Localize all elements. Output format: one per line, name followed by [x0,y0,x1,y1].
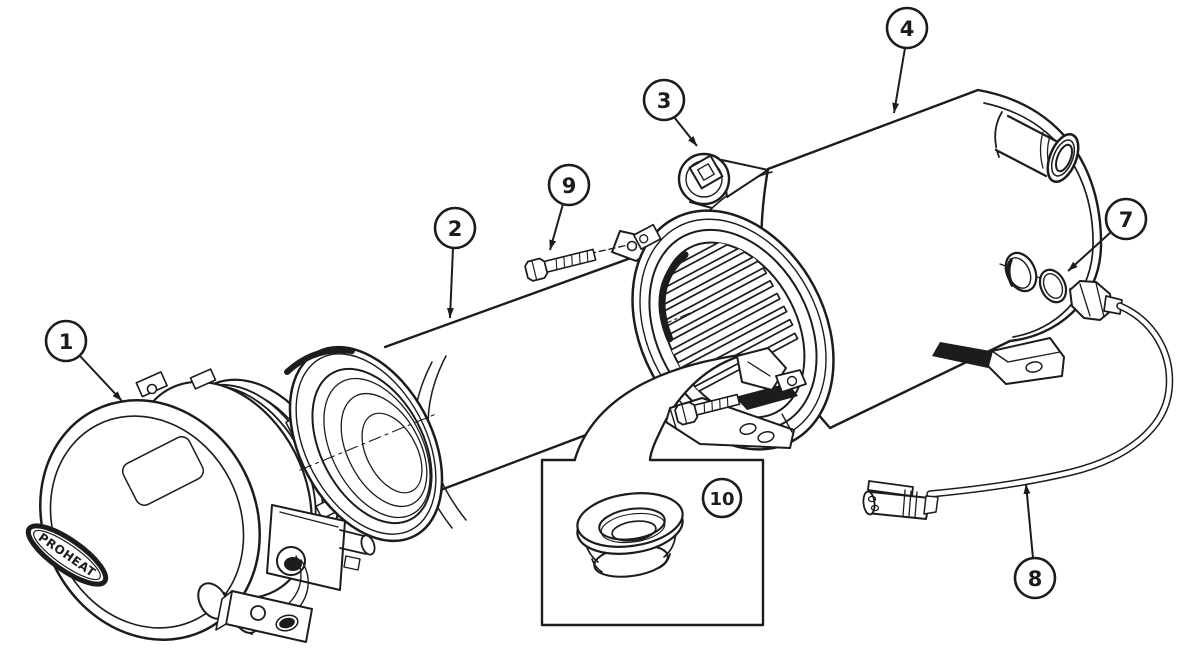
callout-8-number: 8 [1028,567,1043,591]
sensor-port [1004,251,1038,293]
inset-box [540,458,765,627]
callout-7-number: 7 [1119,208,1134,232]
callouts: 1 2 3 4 7 8 9 [44,6,1148,600]
burner-mounting-bracket [215,590,313,643]
band-bolt-fitting [632,223,662,251]
callout-10: 10 [701,477,743,519]
top-latch [135,368,217,398]
callout-9-number: 9 [562,174,577,198]
right-foot-bracket [987,337,1065,385]
callout-1: 1 [44,319,123,402]
callout-9: 9 [547,163,591,251]
callout-10-number: 10 [709,489,734,510]
exhaust-clamp [677,152,769,209]
callout-2: 2 [433,206,477,319]
temperature-sensor-cable [862,280,1174,520]
ring-shadow [658,251,689,343]
coolant-nipple [994,111,1080,183]
two-pin-connector [862,480,939,520]
fuel-pump-assembly [266,504,376,611]
grommet [576,492,684,578]
cover-panel [121,436,205,506]
callout-2-number: 2 [448,217,463,241]
bracket-bolt [674,393,741,426]
hex-bolt-9 [524,244,629,282]
burner-motor-assembly: PROHEAT [25,368,376,643]
flange-shadow [284,347,355,375]
mounting-hardware [665,337,1065,449]
callout-4: 4 [885,6,929,114]
callout-7: 7 [1067,197,1148,272]
inset-pointer [575,354,747,459]
callout-3-number: 3 [657,89,672,113]
end-cap-rim [983,102,1094,338]
callout-8: 8 [1013,483,1057,600]
callout-3: 3 [642,78,698,147]
callout-4-number: 4 [900,17,915,41]
o-ring [1038,268,1068,304]
centerline [299,413,437,471]
callout-1-number: 1 [59,330,74,354]
